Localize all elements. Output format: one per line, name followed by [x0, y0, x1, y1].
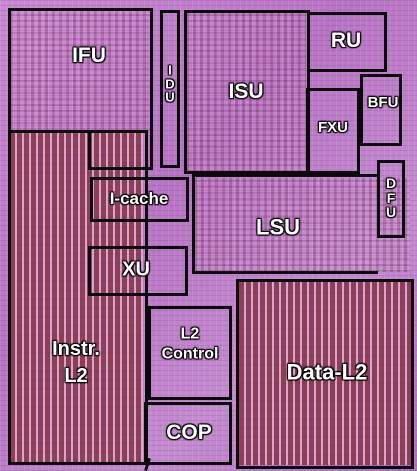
l2-control-line: Control — [162, 347, 219, 364]
fxu-label: FXU — [318, 120, 348, 136]
ifu-label: IFU — [72, 45, 106, 67]
icache-label: I-cache — [110, 190, 169, 208]
ifu-block — [8, 8, 153, 135]
data-l2-label: Data-L2 — [287, 360, 368, 383]
instr-l2-line: L2 — [52, 366, 100, 387]
instr-l2-line: Instr. — [52, 339, 100, 360]
l2-control-label: L2 Control — [162, 327, 219, 364]
dfu-label: D F U — [386, 176, 396, 220]
dfu-letter: U — [386, 205, 396, 220]
dfu-letter: D — [386, 176, 396, 191]
idu-label: I D U — [165, 64, 174, 105]
xu-label: XU — [122, 260, 150, 281]
idu-letter: I — [165, 64, 174, 78]
isu-label: ISU — [228, 81, 263, 103]
dfu-letter: F — [386, 191, 396, 206]
bfu-label: BFU — [368, 95, 399, 111]
instr-l2-block — [8, 130, 148, 465]
l2-control-line: L2 — [162, 327, 219, 344]
ru-label: RU — [331, 30, 361, 52]
instr-l2-label: Instr. L2 — [52, 339, 100, 387]
idu-letter: D — [165, 77, 174, 91]
idu-letter: U — [165, 91, 174, 105]
cop-label: COP — [166, 422, 212, 444]
lsu-label: LSU — [256, 215, 300, 238]
